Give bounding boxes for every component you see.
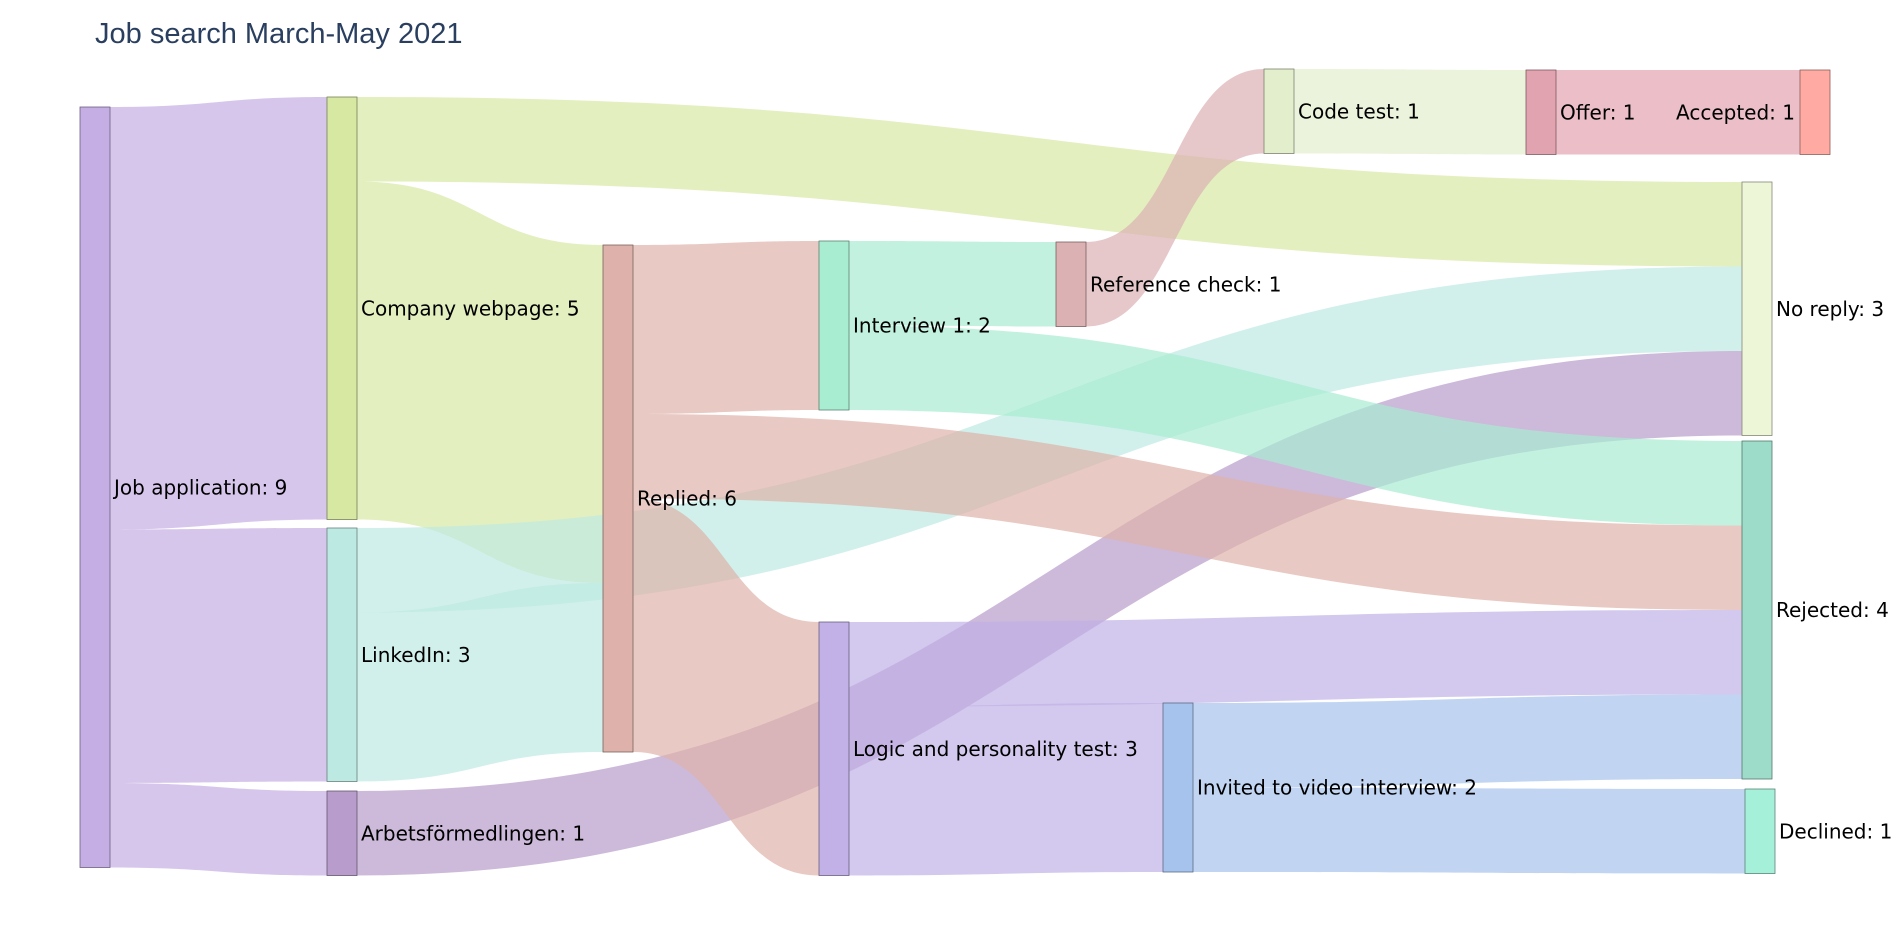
node-video_interview [1162, 702, 1194, 873]
link-company_webpage-to-replied [357, 181, 603, 583]
link-job_application-to-arbetsformedlingen [110, 783, 327, 876]
node-no_reply [1741, 181, 1773, 436]
node-label-interview1: Interview 1: 2 [853, 314, 991, 338]
node-reference_check [1055, 241, 1087, 327]
nodes-layer [79, 68, 1831, 876]
node-label-linkedin: LinkedIn: 3 [361, 643, 471, 667]
link-replied-to-rejected [633, 414, 1742, 610]
node-job_application [79, 106, 111, 868]
node-rejected [1741, 440, 1773, 780]
node-offer [1525, 69, 1557, 155]
node-label-reference_check: Reference check: 1 [1090, 272, 1281, 296]
node-label-video_interview: Invited to video interview: 2 [1197, 776, 1477, 800]
link-reference_check-to-code_test [1086, 69, 1264, 327]
link-logic_test-to-rejected [849, 610, 1742, 707]
link-video_interview-to-rejected [1193, 694, 1742, 788]
node-logic_test [818, 621, 850, 876]
node-label-company_webpage: Company webpage: 5 [361, 296, 580, 320]
link-logic_test-to-video_interview [849, 703, 1163, 876]
links-layer [110, 69, 1800, 876]
link-replied-to-logic_test [633, 498, 819, 876]
link-interview1-to-rejected [849, 325, 1742, 526]
link-linkedin-to-no_reply [357, 266, 1742, 613]
node-label-no_reply: No reply: 3 [1776, 297, 1884, 321]
node-label-arbetsformedlingen: Arbetsförmedlingen: 1 [361, 821, 585, 845]
node-label-job_application: Job application: 9 [112, 475, 287, 499]
node-linkedin [326, 527, 358, 782]
link-job_application-to-company_webpage [110, 97, 327, 530]
link-linkedin-to-replied [357, 583, 603, 782]
node-accepted [1799, 69, 1831, 155]
link-offer-to-accepted [1556, 70, 1800, 155]
link-replied-to-interview1 [633, 241, 819, 414]
chart-title: Job search March-May 2021 [95, 18, 463, 50]
node-code_test [1263, 68, 1295, 154]
node-arbetsformedlingen [326, 790, 358, 876]
link-company_webpage-to-no_reply [357, 97, 1742, 267]
node-label-accepted: Accepted: 1 [1676, 100, 1795, 124]
node-label-offer: Offer: 1 [1560, 100, 1636, 124]
link-code_test-to-offer [1294, 69, 1526, 155]
node-label-declined: Declined: 1 [1779, 819, 1892, 843]
node-label-code_test: Code test: 1 [1298, 99, 1420, 123]
link-interview1-to-reference_check [849, 241, 1056, 327]
node-label-replied: Replied: 6 [637, 487, 737, 511]
link-arbetsformedlingen-to-no_reply [357, 351, 1742, 876]
node-replied [602, 244, 634, 753]
link-video_interview-to-declined [1193, 787, 1745, 874]
node-company_webpage [326, 96, 358, 520]
node-declined [1744, 788, 1776, 874]
link-job_application-to-linkedin [110, 528, 327, 783]
node-label-rejected: Rejected: 4 [1776, 598, 1889, 622]
labels-layer: Job application: 9 Company webpage: 5 Link… [112, 99, 1892, 845]
node-label-logic_test: Logic and personality test: 3 [853, 737, 1138, 761]
node-interview1 [818, 240, 850, 411]
